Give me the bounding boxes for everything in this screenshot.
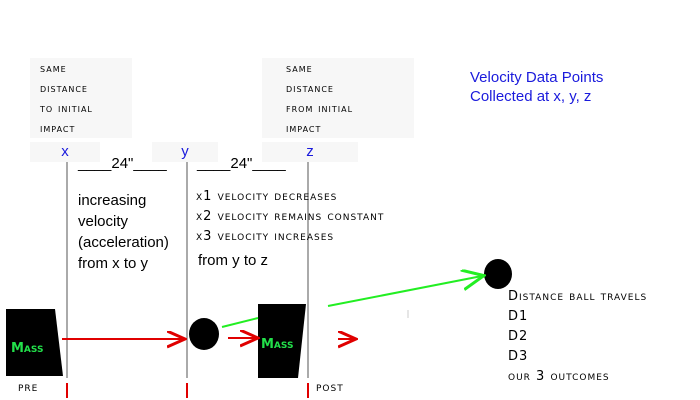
- mass-left-label: Mass: [11, 341, 44, 356]
- distance-list-d1: D1: [508, 309, 529, 324]
- velocity-title: Velocity Data Points Collected at x, y, …: [470, 68, 603, 106]
- outcome-x2: x2 velocity remains constant: [196, 209, 385, 224]
- point-z-label: z: [262, 142, 358, 162]
- green-arrow-1: [221, 317, 259, 328]
- outcome-list: x1 velocity decreases x2 velocity remain…: [196, 187, 384, 247]
- point-z-text: z: [306, 143, 314, 160]
- distance-marker-1: ____24"____: [78, 155, 167, 172]
- right-distance-note: same distance from initial impact: [262, 58, 414, 138]
- outcome-x1: x1 velocity decreases: [196, 189, 338, 204]
- ball-at-y: [189, 318, 219, 350]
- right-note-line-2: distance: [286, 81, 334, 95]
- xy-velocity-note: increasing velocity (acceleration) from …: [78, 190, 169, 274]
- mass-right-label: Mass: [261, 337, 294, 352]
- left-distance-note: same distance to initial impact: [30, 58, 132, 138]
- distance-list-title: Distance ball travels: [508, 289, 648, 304]
- velocity-title-line-2: Collected at x, y, z: [470, 88, 592, 105]
- distance-list: Distance ball travels D1 D2 D3 our 3 out…: [508, 287, 647, 387]
- right-note-line-1: same: [286, 61, 313, 75]
- velocity-title-line-1: Velocity Data Points: [470, 69, 604, 86]
- right-note-line-3: from initial: [286, 101, 354, 115]
- xy-note-line-2: velocity: [78, 213, 129, 230]
- xy-note-line-3: (acceleration): [78, 234, 169, 251]
- distance-list-outcomes: our 3 outcomes: [508, 369, 610, 384]
- point-y-label: y: [152, 142, 218, 162]
- ball-final: [484, 259, 512, 289]
- green-arrow-2: [327, 276, 482, 307]
- point-x-text: x: [61, 143, 69, 160]
- mass-left-block: [6, 309, 63, 376]
- distance-list-d3: D3: [508, 349, 529, 364]
- left-note-line-2: distance: [40, 81, 88, 95]
- outcome-x3: x3 velocity increases: [196, 229, 335, 244]
- left-note-line-3: to initial: [40, 101, 93, 115]
- left-note-line-1: same: [40, 61, 67, 75]
- mass-right-block: [258, 304, 306, 378]
- yz-note: from y to z: [198, 252, 269, 269]
- distance-list-d2: D2: [508, 329, 529, 344]
- post-label: post: [316, 380, 344, 395]
- distance-marker-2: ____24"____: [197, 155, 286, 172]
- right-note-line-4: impact: [286, 121, 322, 135]
- left-note-line-4: impact: [40, 121, 76, 135]
- point-x-label: x: [30, 142, 100, 162]
- xy-note-line-4: from x to y: [78, 255, 149, 272]
- pre-label: pre: [18, 380, 39, 395]
- point-y-text: y: [181, 143, 189, 160]
- xy-note-line-1: increasing: [78, 192, 147, 209]
